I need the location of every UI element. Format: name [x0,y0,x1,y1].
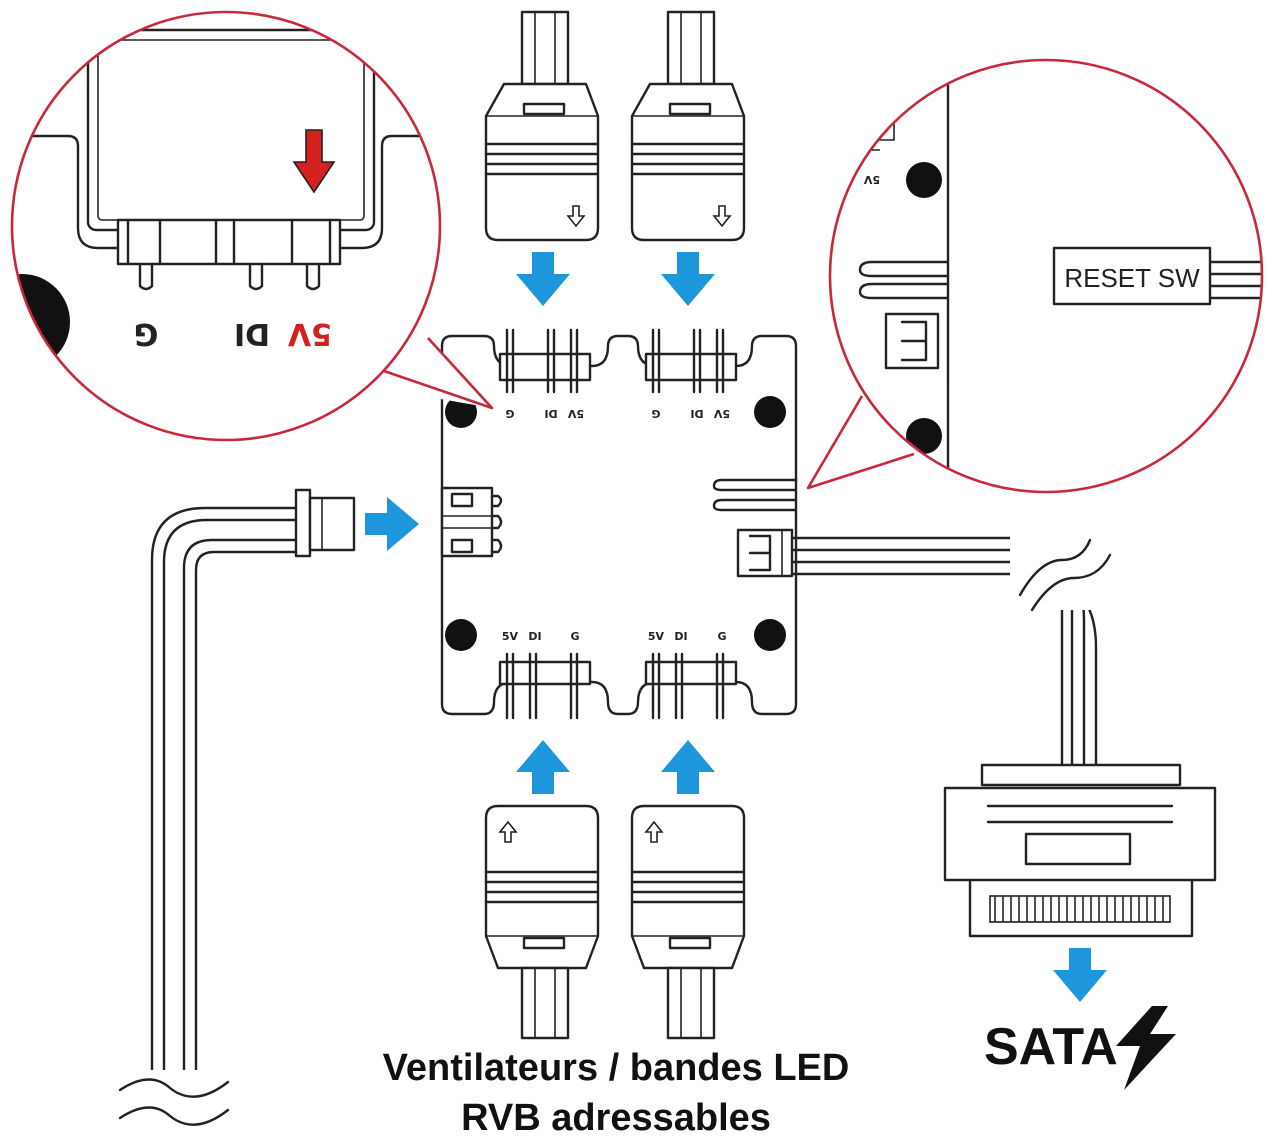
pin-label-di: DI [674,630,687,643]
pin-label-g: G [717,630,726,643]
top-left-header [498,328,592,394]
mounting-hole [754,396,786,428]
pin-label-di: DI [528,630,541,643]
zoom-label-5v: 5V [863,173,880,186]
board-input-socket [440,486,503,558]
fan-connector-top-left [484,10,600,242]
input-connector [294,488,356,558]
reset-switch-label: RESET SW [1064,263,1200,293]
top-right-header [644,328,738,394]
pin-label-5v: 5V [567,407,584,420]
pin-label-g: G [651,407,660,420]
zoom-callout-left: G DI 5V [10,10,494,442]
zoom-label-di: DI [234,316,270,351]
arrow-up-icon [516,740,570,794]
reset-switch-box [1052,246,1212,306]
bottom-right-header [644,652,738,720]
sata-cable [790,525,1120,772]
arrow-up-icon [661,740,715,794]
sata-caption: SATA [984,1018,1118,1076]
arrow-down-icon [566,205,586,228]
arrow-down-icon [661,252,715,306]
arrow-right-icon [365,497,419,551]
zoom-label-g: G [134,316,159,351]
sata-connector [943,763,1217,938]
bottom-left-header [498,652,592,720]
mounting-hole [445,396,477,428]
sata-contacts [989,895,1171,923]
board-reset-header [712,478,798,512]
zoom-label-5v: 5V [287,316,332,351]
pin-label-g: G [570,630,579,643]
zoom-callout-right: 5V RESET SW [806,58,1264,494]
input-cable [118,506,298,1140]
fans-caption-line1: Ventilateurs / bandes LED [383,1047,850,1089]
arrow-up-icon [498,820,518,843]
lightning-bolt-icon [1116,1006,1176,1090]
arrow-down-icon [712,205,732,228]
arrow-down-icon [516,252,570,306]
pin-label-5v: 5V [502,630,519,643]
board-power-socket [736,528,794,578]
fans-caption-line2: RVB adressables [461,1097,771,1139]
mounting-hole [754,619,786,651]
arrow-down-icon [292,129,336,194]
pin-label-5v: 5V [713,407,730,420]
fan-connector-bottom-right [630,804,746,1040]
fan-connector-top-right [630,10,746,242]
pin-label-di: DI [690,407,703,420]
fan-connector-bottom-left [484,804,600,1040]
pin-label-di: DI [544,407,557,420]
pin-label-5v: 5V [648,630,665,643]
hub-board: G DI 5V G DI 5V 5V DI G 5V DI G [440,328,798,720]
arrow-up-icon [644,820,664,843]
pin-label-g: G [505,407,514,420]
mounting-hole [445,619,477,651]
arrow-down-icon [1053,948,1107,1002]
